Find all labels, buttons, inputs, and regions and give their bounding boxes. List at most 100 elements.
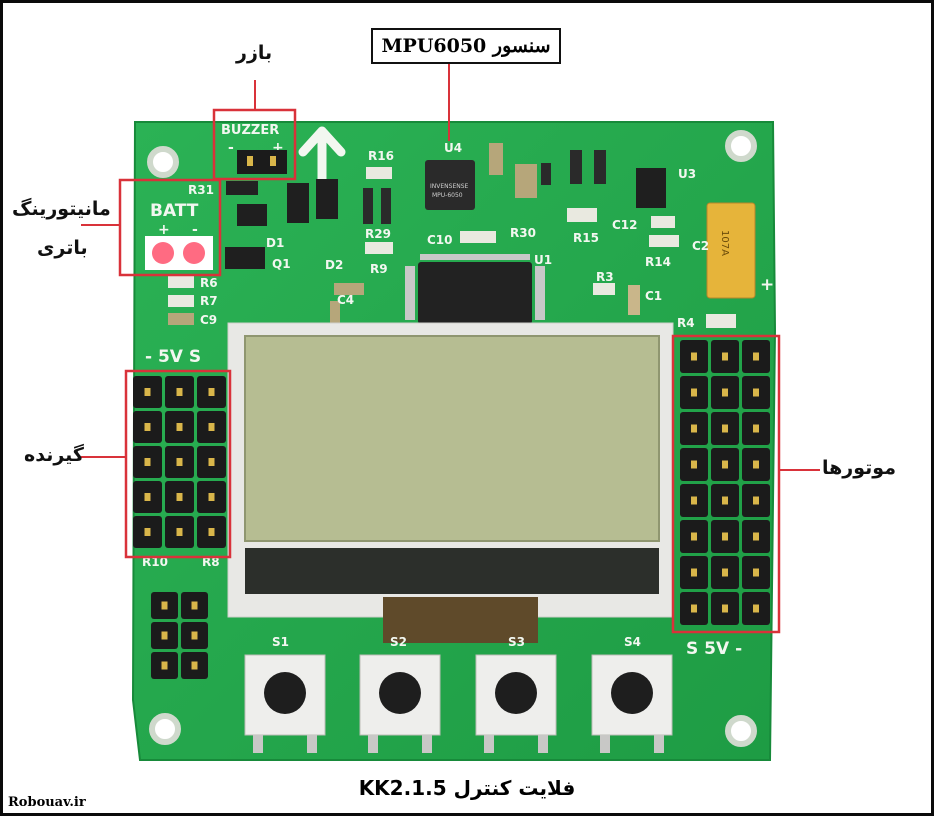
header-pin	[165, 411, 194, 443]
label-c4: C4	[337, 293, 354, 307]
header-pin	[165, 516, 194, 548]
label-c1: C1	[645, 289, 662, 303]
header-pin	[680, 340, 708, 373]
label-r31: R31	[188, 183, 214, 197]
receiver-label: گیرنده	[24, 444, 84, 466]
label-r6: R6	[200, 276, 218, 290]
label-r8: R8	[202, 555, 220, 569]
header-pin	[133, 446, 162, 478]
label-r29: R29	[365, 227, 391, 241]
label-q1: Q1	[272, 257, 291, 271]
label-d1: D1	[266, 236, 284, 250]
battery-pads	[145, 236, 213, 270]
mpu6050-chip	[425, 160, 475, 210]
label-s3: S3	[508, 635, 525, 649]
header-pin	[711, 376, 739, 409]
aux-pin-header	[151, 592, 208, 679]
tantalum-capacitor	[706, 202, 756, 299]
label-c9: C9	[200, 313, 217, 327]
push-button	[359, 654, 441, 753]
highlight-boxes	[118, 108, 781, 634]
batt-silkscreen: BATT	[150, 201, 199, 221]
push-button	[244, 654, 326, 753]
label-u1: U1	[534, 253, 552, 267]
chip-model-text: MPU-6050	[432, 192, 463, 199]
label-r15: R15	[573, 231, 599, 245]
silkscreen-labels: U4 U1 U3 C2 D1 Q1 D2 R31 R16 R29 R9 C4 C…	[142, 141, 709, 569]
receiver-highlight-box	[124, 369, 232, 559]
header-pin	[133, 411, 162, 443]
figure-title: فلایت کنترل KK2.1.5	[358, 776, 576, 800]
header-pin	[133, 376, 162, 408]
label-r30: R30	[510, 226, 536, 240]
header-pin	[711, 592, 739, 625]
header-pin	[742, 412, 770, 445]
sensor-callout-box: سنسور MPU6050	[371, 28, 561, 64]
buzzer-label: بازر	[236, 42, 273, 64]
label-u3: U3	[678, 167, 696, 181]
label-c10: C10	[427, 233, 453, 247]
header-pin	[197, 481, 226, 513]
smd-components	[168, 143, 736, 328]
label-r4: R4	[677, 316, 695, 330]
header-pin	[742, 520, 770, 553]
header-pin	[165, 481, 194, 513]
buzzer-header	[237, 150, 287, 174]
header-pin	[181, 652, 208, 679]
mounting-holes	[147, 130, 757, 747]
header-pin	[165, 376, 194, 408]
buzzer-minus: -	[228, 140, 234, 156]
header-pin	[181, 592, 208, 619]
header-pin	[197, 516, 226, 548]
header-pin	[742, 484, 770, 517]
label-d2: D2	[325, 258, 343, 272]
label-c12: C12	[612, 218, 638, 232]
label-c2: C2	[692, 239, 709, 253]
header-pin	[742, 592, 770, 625]
buzzer-silkscreen: BUZZER	[221, 123, 279, 138]
label-s4: S4	[624, 635, 641, 649]
orientation-arrow	[298, 126, 346, 185]
header-pin	[742, 376, 770, 409]
main-mcu-chip	[418, 262, 532, 324]
header-pin	[197, 446, 226, 478]
header-pin	[711, 340, 739, 373]
label-r7: R7	[200, 294, 218, 308]
push-button	[591, 654, 673, 753]
header-pin	[151, 592, 178, 619]
lcd-module	[227, 322, 674, 643]
header-pin	[742, 340, 770, 373]
push-buttons	[244, 654, 673, 753]
batt-minus: -	[192, 222, 198, 238]
motor-voltage-label: S 5V -	[686, 639, 742, 659]
header-pin	[711, 520, 739, 553]
header-pin	[133, 516, 162, 548]
batt-plus: +	[158, 222, 170, 238]
header-pin	[680, 448, 708, 481]
header-pin	[680, 520, 708, 553]
header-pin	[742, 556, 770, 589]
chip-brand-text: INVENSENSE	[430, 183, 469, 190]
header-pin	[680, 592, 708, 625]
cap-polarity-plus: +	[760, 275, 774, 295]
label-r3: R3	[596, 270, 614, 284]
receiver-pin-header	[133, 376, 226, 548]
header-pin	[711, 448, 739, 481]
sensor-label: سنسور MPU6050	[381, 35, 551, 57]
motor-pin-header	[680, 340, 770, 625]
label-r10: R10	[142, 555, 168, 569]
battery-label-line1: مانیتورینگ	[12, 198, 111, 220]
header-pin	[711, 412, 739, 445]
motor-highlight-box	[671, 334, 781, 634]
battery-label-line2: باتری	[37, 237, 88, 259]
tant-cap-text: 107A	[719, 230, 730, 256]
rx-voltage-label: - 5V S	[145, 347, 201, 367]
label-r16: R16	[368, 149, 394, 163]
header-pin	[680, 556, 708, 589]
label-r9: R9	[370, 262, 388, 276]
watermark: Robouav.ir	[8, 795, 86, 810]
motors-label: موتورها	[822, 457, 896, 479]
push-button	[475, 654, 557, 753]
